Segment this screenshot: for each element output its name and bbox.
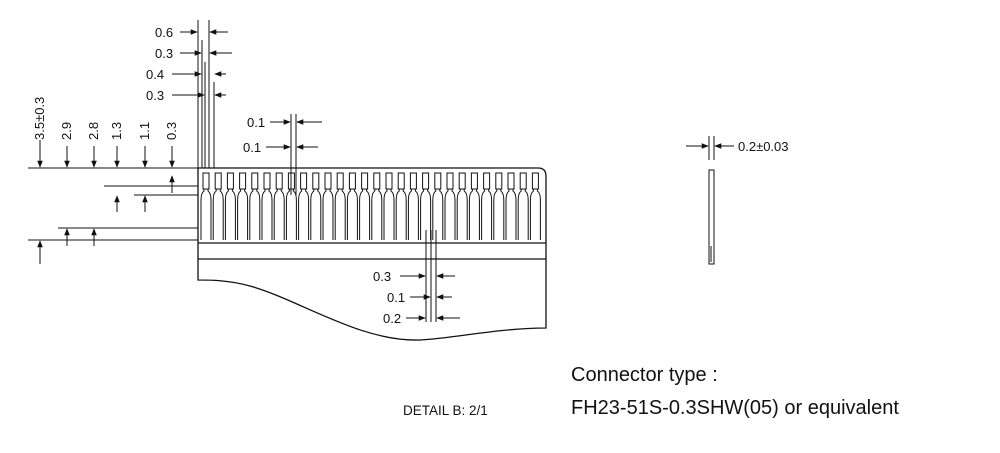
finger-pad — [322, 188, 334, 240]
finger-pad — [529, 188, 541, 240]
dim-pitch-0.1-a: 0.1 — [247, 115, 265, 130]
finger-pad — [273, 188, 285, 240]
finger-pad — [212, 188, 224, 240]
finger-tab — [397, 172, 405, 190]
connector-heading: Connector type : — [571, 364, 718, 386]
finger-tab — [202, 172, 210, 190]
finger-pad — [310, 188, 322, 240]
left-dimension-lines — [28, 140, 198, 264]
finger-pad — [285, 188, 297, 240]
finger-pad — [237, 188, 249, 240]
finger-pad — [249, 188, 261, 240]
dim-bottom-0.2: 0.2 — [383, 311, 401, 326]
finger-pad — [432, 188, 444, 240]
dim-0.6: 0.6 — [155, 25, 173, 40]
fpc-outline — [197, 167, 547, 341]
finger-tab — [434, 172, 442, 190]
dim-0.3-v: 0.3 — [164, 122, 179, 140]
finger-tab — [385, 172, 393, 190]
finger-pad — [371, 188, 383, 240]
finger-pad — [493, 188, 505, 240]
finger-tab — [226, 172, 234, 190]
dim-bottom-0.1: 0.1 — [387, 290, 405, 305]
side-view — [686, 136, 734, 265]
finger-pad — [420, 188, 432, 240]
finger-tab — [409, 172, 417, 190]
finger-tab — [275, 172, 283, 190]
finger-pad — [200, 188, 212, 240]
finger-tab — [483, 172, 491, 190]
finger-tab — [531, 172, 539, 190]
connector-part: FH23-51S-0.3SHW(05) or equivalent — [571, 397, 899, 419]
dim-2.8: 2.8 — [86, 122, 101, 140]
finger-tab — [263, 172, 271, 190]
dim-2.9: 2.9 — [59, 122, 74, 140]
finger-tab — [458, 172, 466, 190]
finger-tab — [507, 172, 515, 190]
contact-fingers — [200, 172, 541, 240]
finger-tab — [214, 172, 222, 190]
finger-pad — [383, 188, 395, 240]
dim-0.4: 0.4 — [146, 67, 164, 82]
dim-thickness: 0.2±0.03 — [738, 139, 789, 154]
finger-pad — [407, 188, 419, 240]
finger-tab — [312, 172, 320, 190]
finger-tab — [519, 172, 527, 190]
finger-pad — [261, 188, 273, 240]
finger-pad — [359, 188, 371, 240]
top-dimension-lines — [172, 20, 232, 168]
finger-pad — [517, 188, 529, 240]
finger-tab — [373, 172, 381, 190]
finger-tab — [470, 172, 478, 190]
finger-pad — [346, 188, 358, 240]
finger-pad — [468, 188, 480, 240]
dim-pitch-0.1-b: 0.1 — [243, 140, 261, 155]
detail-label: DETAIL B: 2/1 — [403, 403, 488, 418]
finger-pad — [224, 188, 236, 240]
dim-1.3: 1.3 — [109, 122, 124, 140]
finger-pad — [456, 188, 468, 240]
finger-tab — [239, 172, 247, 190]
dim-0.3-b: 0.3 — [146, 88, 164, 103]
finger-tab — [336, 172, 344, 190]
finger-pad — [298, 188, 310, 240]
finger-pad — [444, 188, 456, 240]
finger-tab — [300, 172, 308, 190]
finger-tab — [446, 172, 454, 190]
finger-tab — [422, 172, 430, 190]
finger-tab — [348, 172, 356, 190]
dim-1.1: 1.1 — [137, 122, 152, 140]
bottom-dimension-lines — [400, 230, 460, 322]
finger-pad — [334, 188, 346, 240]
dim-bottom-0.3: 0.3 — [373, 269, 391, 284]
finger-pad — [481, 188, 493, 240]
dim-0.3-a: 0.3 — [155, 46, 173, 61]
pitch-dimension-lines — [266, 114, 322, 195]
finger-pad — [505, 188, 517, 240]
finger-tab — [251, 172, 259, 190]
finger-tab — [495, 172, 503, 190]
finger-pad — [395, 188, 407, 240]
finger-tab — [361, 172, 369, 190]
finger-tab — [324, 172, 332, 190]
dim-3.5: 3.5±0.3 — [32, 97, 47, 140]
